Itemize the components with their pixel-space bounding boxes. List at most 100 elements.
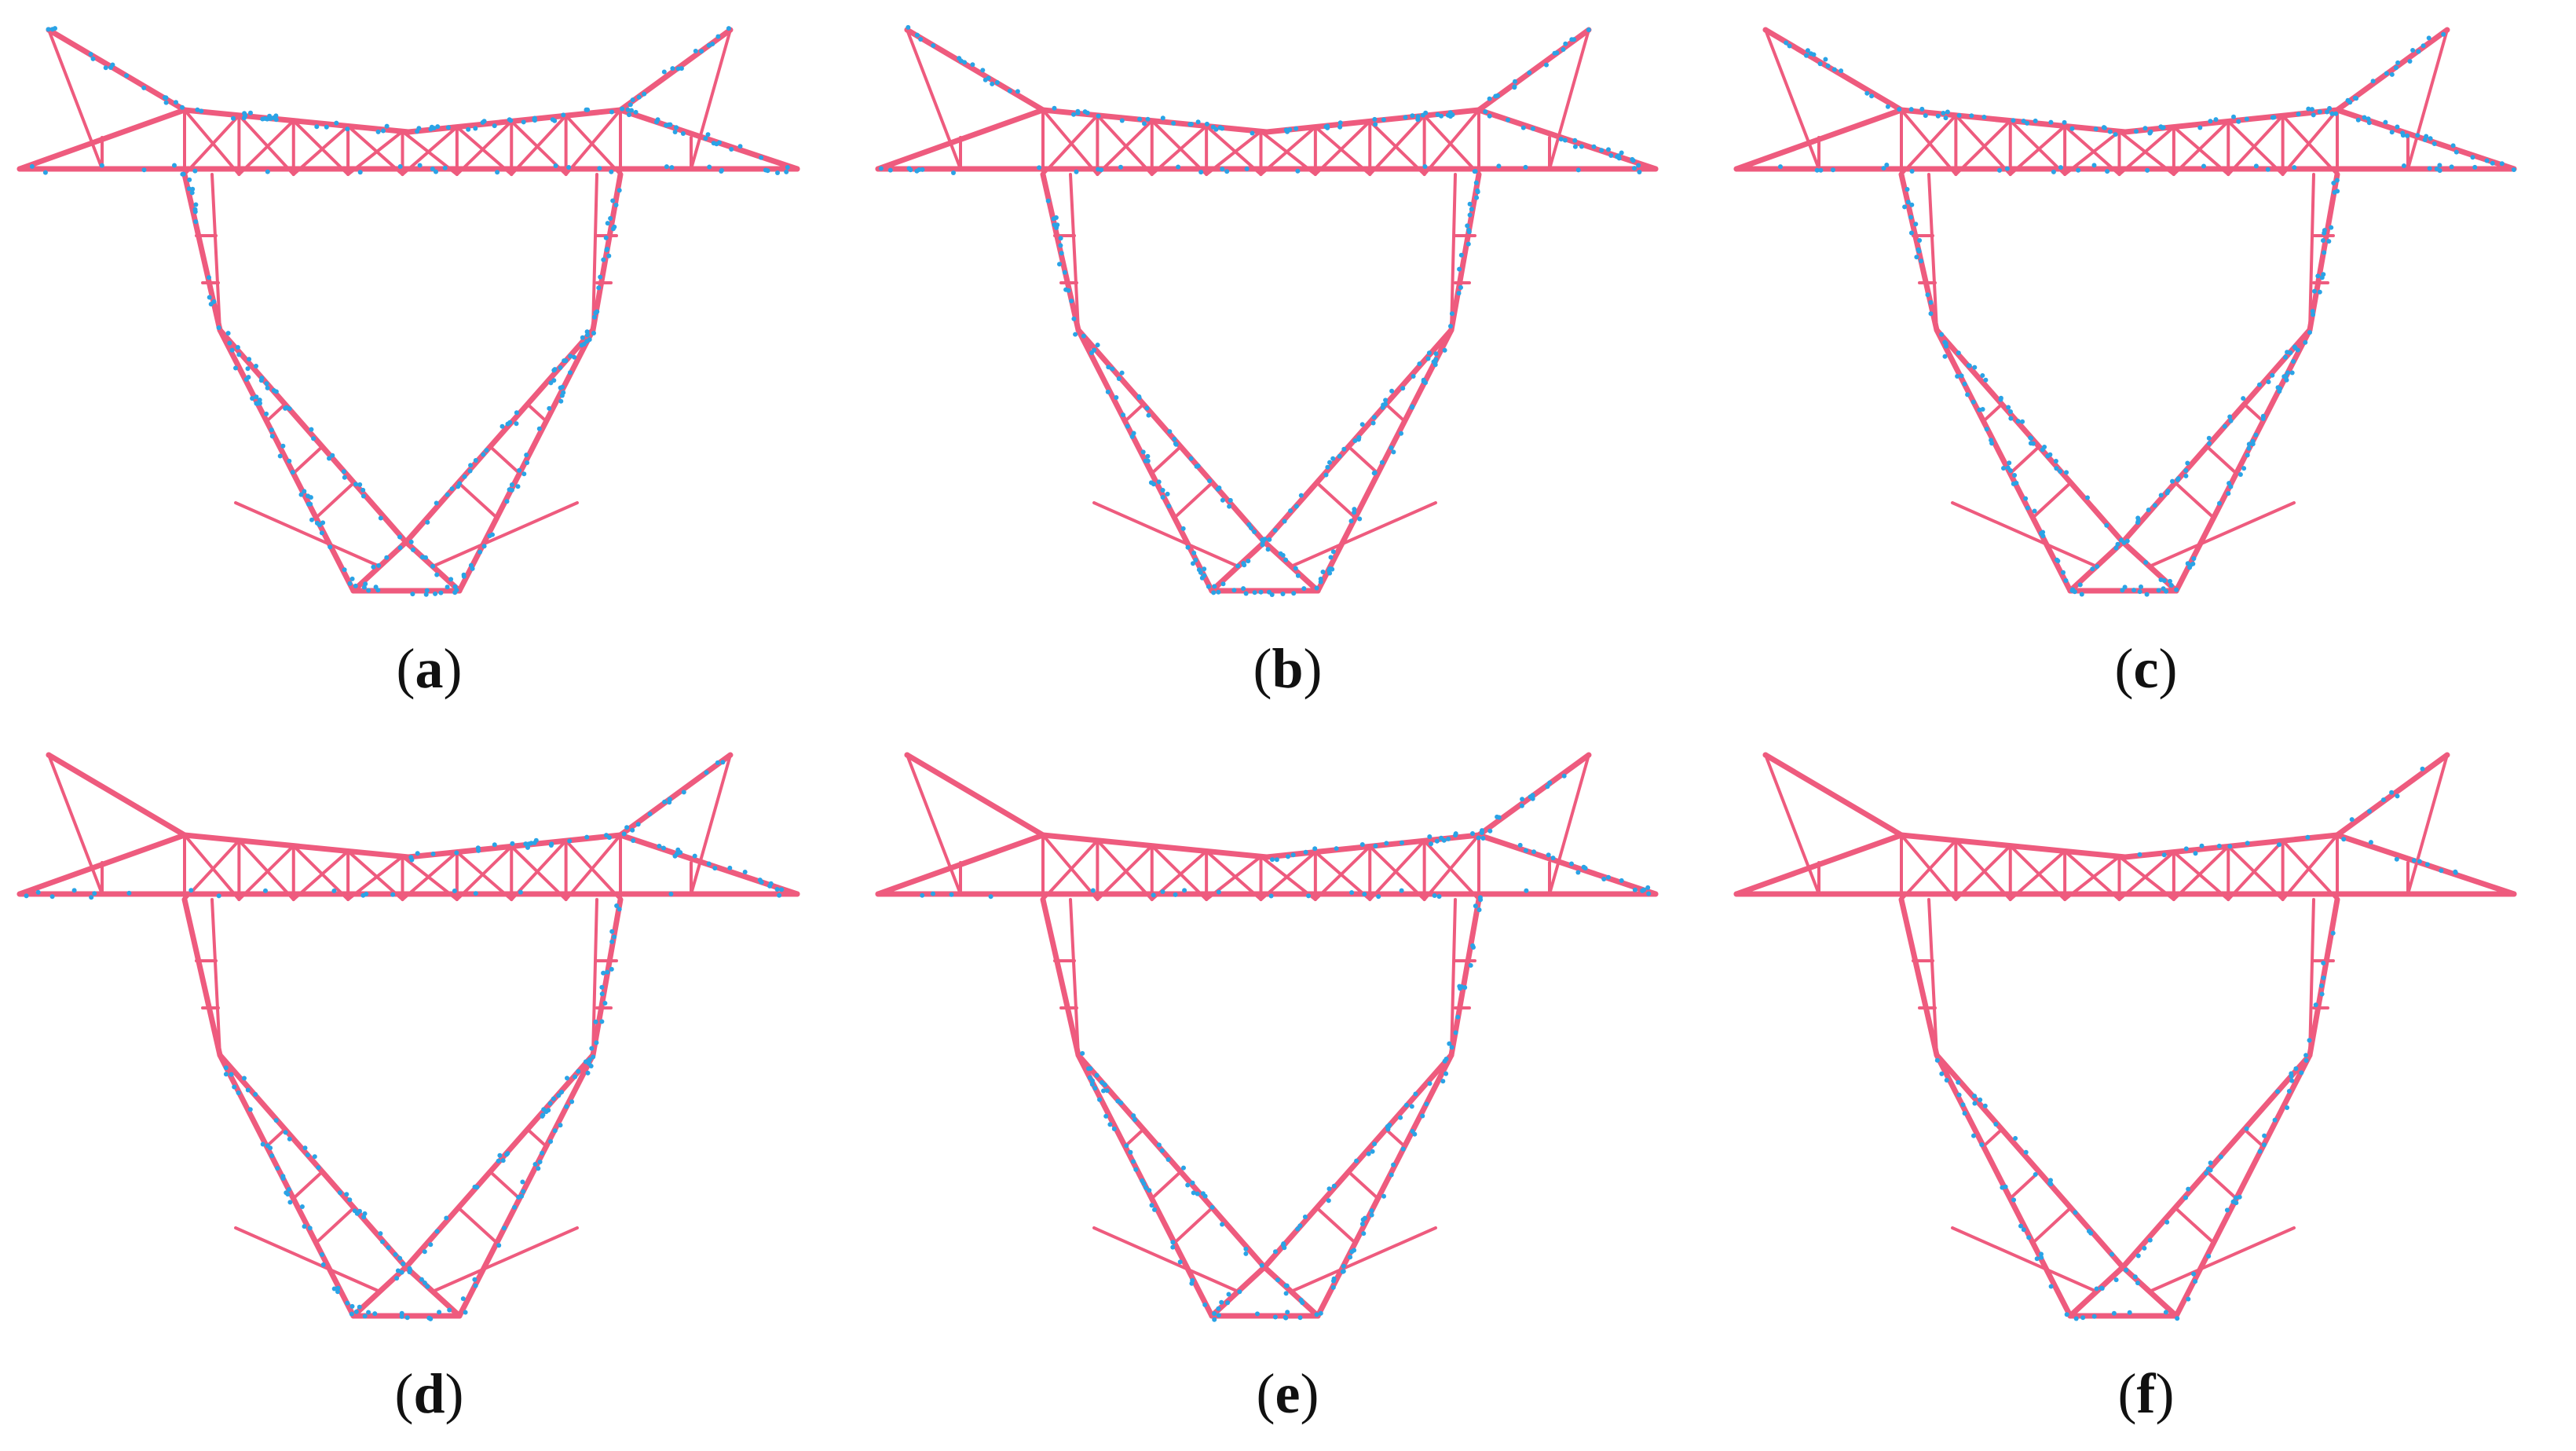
scan-point xyxy=(519,1193,525,1199)
scan-point xyxy=(1645,885,1651,890)
panel-c: (c) xyxy=(1717,0,2575,725)
scan-point xyxy=(475,845,481,851)
frame-member xyxy=(1934,327,2073,594)
scan-point xyxy=(2424,134,2429,139)
point-cloud xyxy=(878,24,1642,597)
scan-point xyxy=(1427,834,1433,839)
scan-point xyxy=(1422,164,1428,169)
scan-point xyxy=(345,1300,350,1306)
scan-point xyxy=(1224,169,1230,174)
scan-point xyxy=(608,216,613,221)
scan-point xyxy=(1252,529,1257,534)
frame-member xyxy=(2308,898,2315,1057)
scan-point xyxy=(2245,453,2250,458)
scan-point xyxy=(2206,1254,2212,1259)
scan-point xyxy=(423,555,428,560)
scan-point xyxy=(675,66,681,71)
frame-member xyxy=(401,125,459,176)
frame-member xyxy=(431,501,579,568)
scan-point xyxy=(1283,1291,1289,1296)
scan-point xyxy=(1252,590,1257,595)
scan-point xyxy=(192,207,198,212)
frame-member xyxy=(265,1127,287,1149)
scan-point xyxy=(920,167,925,172)
scan-point xyxy=(1381,117,1386,123)
scan-point xyxy=(720,760,726,765)
scan-point xyxy=(1376,894,1381,900)
scan-point xyxy=(1939,1071,1945,1076)
scan-point xyxy=(1909,202,1915,207)
scan-point xyxy=(193,219,199,225)
frame-member xyxy=(1313,850,1372,901)
scan-point xyxy=(1902,204,1908,210)
frame-member xyxy=(488,445,521,475)
scan-point xyxy=(233,365,238,371)
scan-point xyxy=(1449,1045,1454,1050)
scan-point xyxy=(2354,96,2359,101)
scan-point xyxy=(250,396,255,401)
scan-point xyxy=(1295,1226,1301,1232)
frame-member xyxy=(2281,114,2339,176)
scan-point xyxy=(1427,1081,1433,1086)
scan-point xyxy=(1165,1157,1171,1162)
scan-point xyxy=(614,903,620,908)
frame-member xyxy=(564,108,622,176)
scan-point xyxy=(2322,250,2327,255)
frame-member xyxy=(1900,838,1958,901)
tower-wireframe xyxy=(1733,27,2517,594)
frame-member xyxy=(1315,1052,1454,1319)
frame-member xyxy=(2117,130,2175,176)
scan-point xyxy=(2139,584,2143,589)
scan-point xyxy=(2018,1223,2023,1229)
scan-point xyxy=(1410,113,1415,119)
scan-point xyxy=(2315,273,2321,279)
scan-point xyxy=(707,164,712,170)
scan-point xyxy=(245,366,251,372)
scan-point xyxy=(2206,435,2212,441)
scan-point xyxy=(605,969,610,975)
scan-point xyxy=(257,398,262,403)
scan-point xyxy=(2422,137,2428,142)
scan-point xyxy=(1293,504,1299,509)
scan-point xyxy=(1563,41,1568,46)
scan-point xyxy=(349,576,355,581)
scan-point xyxy=(484,448,489,453)
scan-point xyxy=(1131,1159,1136,1164)
frame-member xyxy=(183,834,241,901)
scan-point xyxy=(1341,1269,1346,1274)
scan-point xyxy=(2090,566,2095,572)
scan-point xyxy=(265,385,270,390)
scan-point xyxy=(2499,161,2505,167)
scan-point xyxy=(1456,291,1462,296)
scan-point xyxy=(269,427,274,433)
scan-point xyxy=(605,221,610,226)
scan-point xyxy=(1348,518,1354,524)
scan-point xyxy=(1831,67,1837,72)
scan-point xyxy=(269,434,275,439)
scan-point xyxy=(2135,1253,2141,1259)
scan-point xyxy=(1784,40,1789,46)
scan-point xyxy=(2265,167,2270,172)
scan-point xyxy=(287,1200,293,1205)
scan-point xyxy=(2063,578,2069,583)
scan-point xyxy=(1118,164,1123,170)
scan-point xyxy=(253,1092,258,1097)
scan-point xyxy=(597,166,602,171)
frame-member xyxy=(1450,898,1457,1057)
frame-member xyxy=(2334,752,2450,838)
scan-point xyxy=(103,65,108,71)
scan-point xyxy=(2007,460,2012,466)
scan-point xyxy=(2395,124,2400,130)
scan-point xyxy=(2058,469,2063,474)
scan-point xyxy=(1980,407,1985,412)
scan-point xyxy=(1436,894,1442,900)
scan-point xyxy=(2093,126,2098,132)
scan-point xyxy=(2289,1078,2295,1083)
scan-point xyxy=(341,469,346,475)
scan-point xyxy=(559,1090,565,1095)
scan-point xyxy=(591,314,597,320)
scan-point xyxy=(609,169,614,174)
scan-point xyxy=(2201,163,2206,169)
frame-member xyxy=(510,845,568,901)
scan-point xyxy=(1216,889,1221,895)
